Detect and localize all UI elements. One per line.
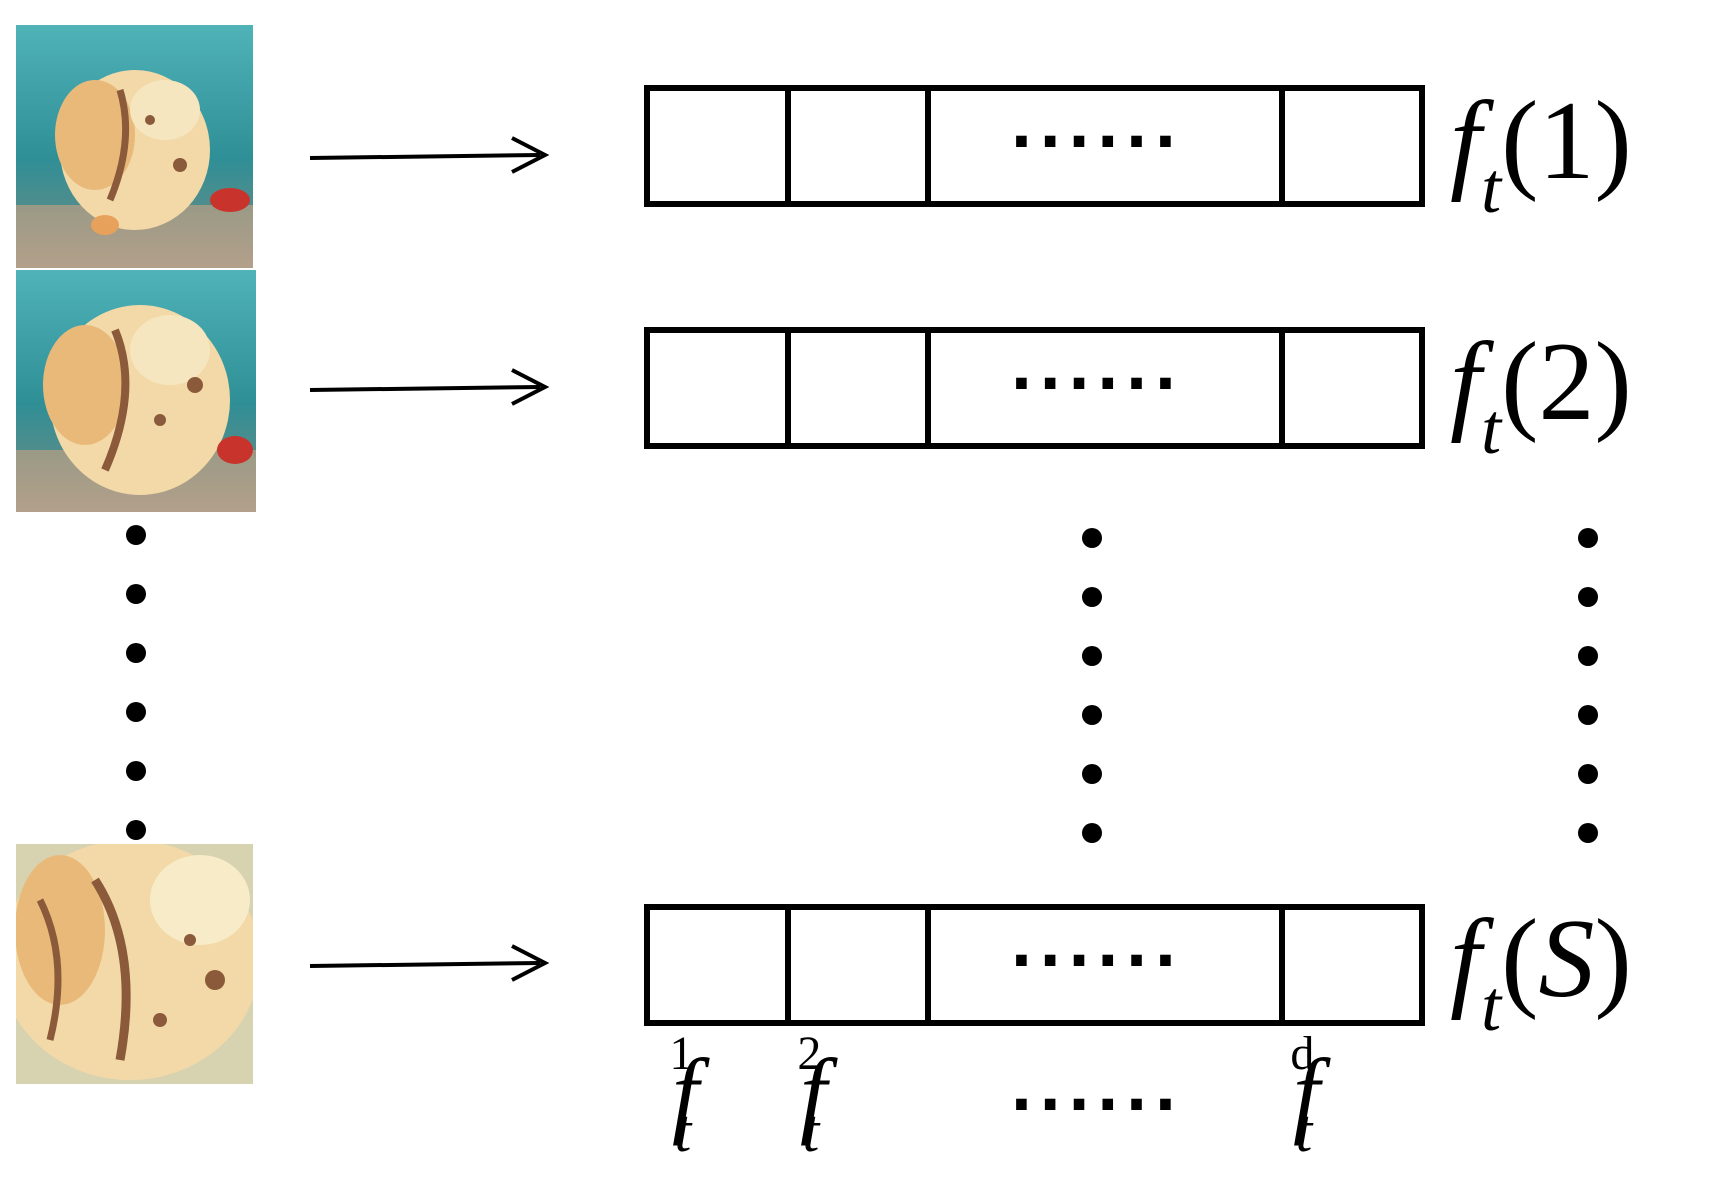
frame-image-1 xyxy=(16,25,253,268)
middle-ellipsis-dot-2 xyxy=(1082,587,1102,607)
vector-label-index: 1 xyxy=(1538,79,1595,203)
component-ellipsis: ······ xyxy=(1010,1070,1183,1140)
left-ellipsis-dot-4 xyxy=(126,702,146,722)
vector-label-1: ft(1) xyxy=(1450,85,1632,224)
left-ellipsis-dot-5 xyxy=(126,761,146,781)
right-ellipsis-dot-2 xyxy=(1578,587,1598,607)
arrow-S xyxy=(309,944,550,982)
component-label-1: ft 1 xyxy=(669,1030,739,1162)
frame-image-2 xyxy=(16,270,256,512)
vector-label-close: ) xyxy=(1594,897,1632,1021)
middle-vertical-ellipsis xyxy=(1082,528,1102,843)
left-ellipsis-dot-3 xyxy=(126,643,146,663)
vector-label-f: f xyxy=(1450,897,1482,1021)
component-label-sub: t xyxy=(802,1098,820,1164)
vector-label-sub: t xyxy=(1481,148,1502,228)
middle-ellipsis-dot-5 xyxy=(1082,764,1102,784)
vector-1-ellipsis: ······ xyxy=(1010,107,1183,177)
vector-label-sub: t xyxy=(1481,966,1502,1046)
middle-ellipsis-dot-4 xyxy=(1082,705,1102,725)
left-ellipsis-dot-2 xyxy=(126,584,146,604)
vector-label-index: 2 xyxy=(1538,320,1595,444)
vector-label-f: f xyxy=(1450,320,1482,444)
right-ellipsis-dot-6 xyxy=(1578,823,1598,843)
vector-label-2: ft(2) xyxy=(1450,326,1632,465)
left-ellipsis-dot-6 xyxy=(126,820,146,840)
vector-label-close: ) xyxy=(1594,320,1632,444)
vector-label-open: ( xyxy=(1501,320,1539,444)
vector-label-index: S xyxy=(1538,897,1595,1021)
middle-ellipsis-dot-6 xyxy=(1082,823,1102,843)
vector-2-ellipsis: ······ xyxy=(1010,349,1183,419)
vector-label-sub: t xyxy=(1481,389,1502,469)
vector-label-f: f xyxy=(1450,79,1482,203)
right-ellipsis-dot-3 xyxy=(1578,646,1598,666)
component-label-sup: 1 xyxy=(669,1027,694,1080)
vector-label-open: ( xyxy=(1501,897,1539,1021)
component-label-sub: t xyxy=(1295,1098,1313,1164)
right-ellipsis-dot-1 xyxy=(1578,528,1598,548)
vector-label-open: ( xyxy=(1501,79,1539,203)
vector-label-S: ft(S) xyxy=(1450,903,1632,1042)
vector-S-ellipsis: ······ xyxy=(1010,926,1183,996)
right-ellipsis-dot-4 xyxy=(1578,705,1598,725)
feature-vector-S xyxy=(644,904,1425,1026)
middle-ellipsis-dot-3 xyxy=(1082,646,1102,666)
feature-vector-1 xyxy=(644,85,1425,207)
feature-vector-2 xyxy=(644,327,1425,449)
component-label-sup: d xyxy=(1290,1027,1315,1080)
frame-image-S xyxy=(16,844,253,1084)
vector-label-close: ) xyxy=(1594,79,1632,203)
right-ellipsis-dot-5 xyxy=(1578,764,1598,784)
left-ellipsis-dot-1 xyxy=(126,525,146,545)
component-label-f: f xyxy=(1293,1039,1320,1146)
middle-ellipsis-dot-1 xyxy=(1082,528,1102,548)
component-label-f: f xyxy=(800,1039,827,1146)
component-label-f: f xyxy=(672,1039,699,1146)
arrow-2 xyxy=(309,368,550,406)
component-label-sub: t xyxy=(674,1098,692,1164)
component-label-2: ft 2 xyxy=(797,1030,867,1162)
component-label-sup: 2 xyxy=(797,1027,822,1080)
component-label-d: ftd xyxy=(1290,1030,1360,1162)
left-vertical-ellipsis xyxy=(126,525,146,840)
right-vertical-ellipsis xyxy=(1578,528,1598,843)
arrow-1 xyxy=(309,136,550,174)
